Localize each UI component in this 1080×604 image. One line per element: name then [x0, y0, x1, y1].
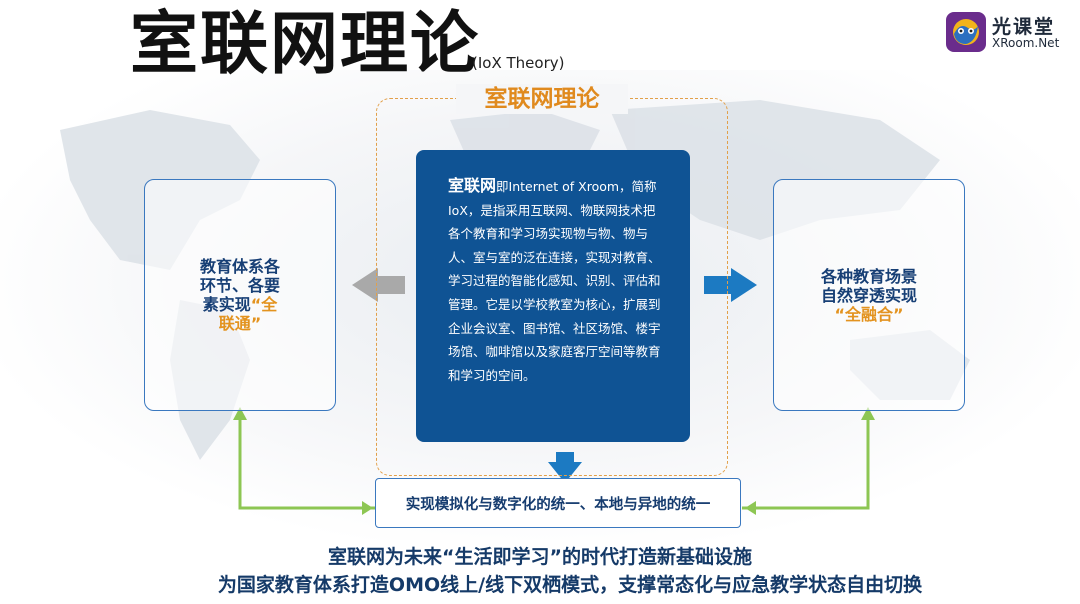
page-subtitle: (IoX Theory) [472, 54, 565, 72]
footer-line-1: 室联网为未来“生活即学习”的时代打造新基础设施 [328, 546, 752, 568]
left-line-3a: 素实现 [202, 295, 251, 314]
definition-box: 室联网即Internet of Xroom，简称IoX，是指采用互联网、物联网技… [416, 150, 690, 442]
footer-line-2: 为国家教育体系打造OMO线上/线下双栖模式，支撑常态化与应急教学状态自由切换 [217, 574, 923, 596]
brand-domain: XRoom.Net [992, 36, 1060, 50]
full-connectivity-box: 教育体系各 环节、各要 素实现“全 联通” [144, 179, 336, 411]
page-title: 室联网理论 [130, 5, 481, 84]
left-line-2: 环节、各要 [199, 276, 280, 295]
definition-lead: 室联网 [448, 176, 497, 195]
right-line-3: “全融合” [834, 304, 904, 324]
full-fusion-box: 各种教育场景 自然穿透实现 “全融合” [773, 179, 965, 411]
full-fusion-text: 各种教育场景 自然穿透实现 “全融合” [821, 267, 917, 324]
left-line-4: 联通” [218, 314, 262, 333]
full-connectivity-text: 教育体系各 环节、各要 素实现“全 联通” [200, 257, 280, 333]
right-line-1: 各种教育场景 [820, 266, 917, 286]
right-line-2: 自然穿透实现 [820, 285, 917, 305]
left-line-3b: “全 [250, 295, 278, 314]
left-line-1: 教育体系各 [199, 257, 280, 276]
frame-title: 室联网理论 [456, 84, 628, 114]
unification-box: 实现模拟化与数字化的统一、本地与异地的统一 [375, 478, 741, 528]
xroom-logo-icon [946, 12, 986, 52]
brand-name: 光课堂 [992, 16, 1056, 38]
definition-body: 即Internet of Xroom，简称IoX，是指采用互联网、物联网技术把各… [448, 179, 661, 383]
